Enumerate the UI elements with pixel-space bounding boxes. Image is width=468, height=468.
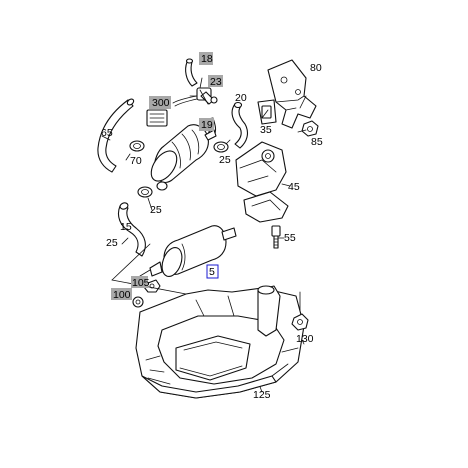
callout-70[interactable]: 70	[130, 155, 142, 167]
clamp-70[interactable]	[129, 140, 145, 152]
callout-130[interactable]: 130	[296, 333, 314, 345]
bracket-80[interactable]	[267, 59, 317, 129]
callout-20[interactable]: 20	[235, 92, 247, 104]
callout-125[interactable]: 125	[253, 389, 271, 401]
hose-18[interactable]	[185, 58, 198, 87]
bracket-45[interactable]	[235, 141, 289, 223]
callout-55[interactable]: 55	[284, 232, 296, 244]
callout-19[interactable]: 19	[201, 119, 213, 131]
fuel-pump-5[interactable]	[139, 225, 237, 279]
callout-85[interactable]: 85	[311, 136, 323, 148]
hose-65[interactable]	[97, 98, 135, 173]
nut-85[interactable]	[301, 120, 319, 137]
tray-125[interactable]	[135, 285, 305, 399]
callout-25-left[interactable]: 25	[106, 237, 118, 249]
callout-25-top[interactable]: 25	[219, 154, 231, 166]
callout-80[interactable]: 80	[310, 62, 322, 74]
hose-20[interactable]	[231, 101, 249, 149]
callout-35[interactable]: 35	[260, 124, 272, 136]
nut-130[interactable]	[291, 313, 309, 331]
callout-300[interactable]: 300	[152, 97, 170, 109]
callout-65[interactable]: 65	[101, 127, 113, 139]
callout-23[interactable]: 23	[210, 76, 222, 88]
connector-300[interactable]	[146, 95, 198, 127]
clamp-25-right[interactable]	[156, 181, 168, 191]
hose-15[interactable]	[117, 202, 146, 257]
bolt-55[interactable]	[271, 225, 281, 249]
callout-105[interactable]: 105	[132, 277, 150, 289]
callout-highlights	[111, 52, 223, 300]
leader-lines	[101, 77, 307, 393]
callout-labels: 18 23 300 19 20 80 35 85 65 70 25 45 25 …	[101, 53, 323, 401]
clamp-25-mid[interactable]	[213, 141, 229, 153]
callout-25-mid[interactable]: 25	[150, 204, 162, 216]
nut-100[interactable]	[132, 296, 144, 308]
callout-100[interactable]: 100	[113, 289, 131, 301]
callout-5[interactable]: 5	[209, 266, 215, 278]
fuel-filter[interactable]	[146, 124, 217, 186]
callout-18[interactable]: 18	[201, 53, 213, 65]
clamp-25-left[interactable]	[137, 186, 153, 198]
callout-45[interactable]: 45	[288, 181, 300, 193]
callout-15[interactable]: 15	[120, 221, 132, 233]
